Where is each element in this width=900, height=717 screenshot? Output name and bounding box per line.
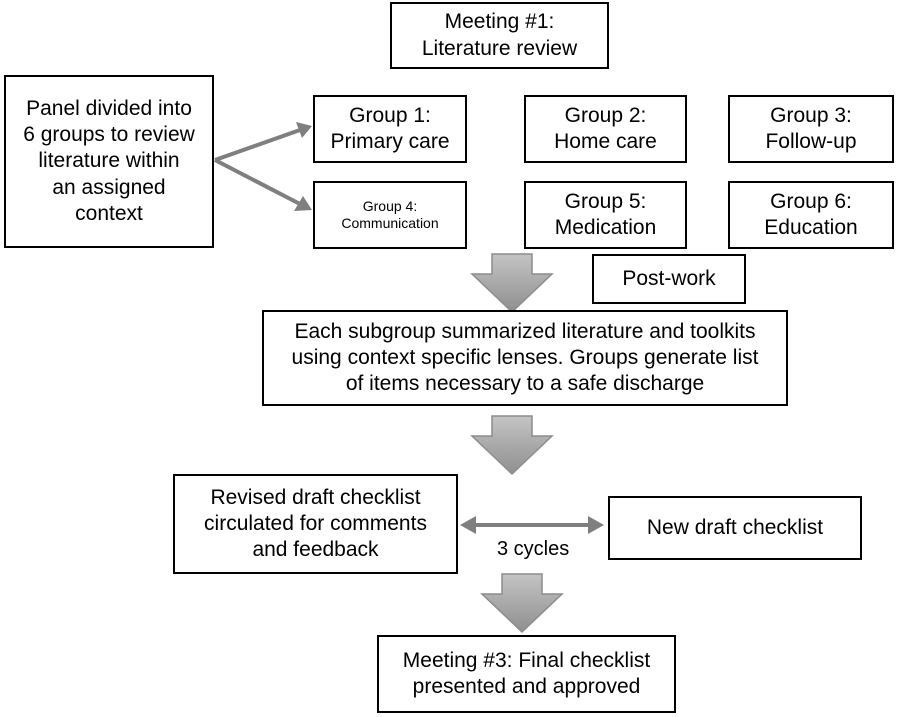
cycles-label: 3 cycles xyxy=(497,538,570,560)
revised-line: and feedback xyxy=(252,538,379,562)
summary-line: of items necessary to a safe discharge xyxy=(345,372,705,396)
group-context: Communication xyxy=(341,215,439,231)
panel-line: Panel divided into xyxy=(26,96,192,120)
group1-box: Group 1: Primary care xyxy=(313,95,467,163)
meeting3-line: Meeting #3: Final checklist xyxy=(402,648,651,672)
panel-line: 6 groups to review xyxy=(23,123,195,147)
meeting3-box: Meeting #3: Final checklist presented an… xyxy=(377,635,676,713)
group-context: Primary care xyxy=(330,130,450,153)
postwork-label: Post-work xyxy=(622,266,716,290)
group-title: Group 1: xyxy=(349,103,431,127)
revised-line: circulated for comments xyxy=(204,511,427,535)
meeting1-line1: Meeting #1: xyxy=(444,10,555,34)
postwork-box: Post-work xyxy=(592,254,746,304)
meeting1-line2: Literature review xyxy=(421,36,578,60)
group3-box: Group 3: Follow-up xyxy=(728,95,894,163)
panel-box: Panel divided into 6 groups to review li… xyxy=(4,75,214,248)
down-block-arrow-2 xyxy=(470,415,554,476)
new-draft-box: New draft checklist xyxy=(608,496,862,560)
summary-line: using context specific lenses. Groups ge… xyxy=(291,345,759,369)
group-title: Group 2: xyxy=(564,103,647,127)
panel-to-group4-arrow xyxy=(214,158,312,211)
revised-draft-box: Revised draft checklist circulated for c… xyxy=(173,474,458,574)
panel-line: an assigned xyxy=(52,175,166,199)
group-title: Group 3: xyxy=(770,103,852,127)
cycle-double-arrow xyxy=(460,516,604,534)
down-block-arrow-1 xyxy=(470,253,554,314)
panel-line: literature within xyxy=(38,149,180,173)
new-draft-label: New draft checklist xyxy=(646,515,824,539)
down-block-arrow-3 xyxy=(480,573,564,634)
group-title: Group 6: xyxy=(770,189,852,213)
group-title: Group 4: xyxy=(362,197,418,214)
group-context: Home care xyxy=(554,130,657,153)
group5-box: Group 5: Medication xyxy=(524,181,687,249)
group2-box: Group 2: Home care xyxy=(524,95,687,163)
group-context: Education xyxy=(764,216,858,239)
meeting3-line: presented and approved xyxy=(412,675,641,698)
group-context: Follow-up xyxy=(765,130,857,153)
revised-line: Revised draft checklist xyxy=(210,485,421,509)
group-context: Medication xyxy=(554,216,657,239)
summary-line: Each subgroup summarized literature and … xyxy=(294,319,756,343)
panel-to-group1-arrow xyxy=(214,122,312,162)
group6-box: Group 6: Education xyxy=(728,181,894,249)
panel-line: context xyxy=(75,201,143,225)
group-title: Group 5: xyxy=(564,189,647,213)
meeting1-box: Meeting #1: Literature review xyxy=(390,2,609,69)
group4-box: Group 4: Communication xyxy=(313,181,467,249)
summary-box: Each subgroup summarized literature and … xyxy=(262,310,788,406)
